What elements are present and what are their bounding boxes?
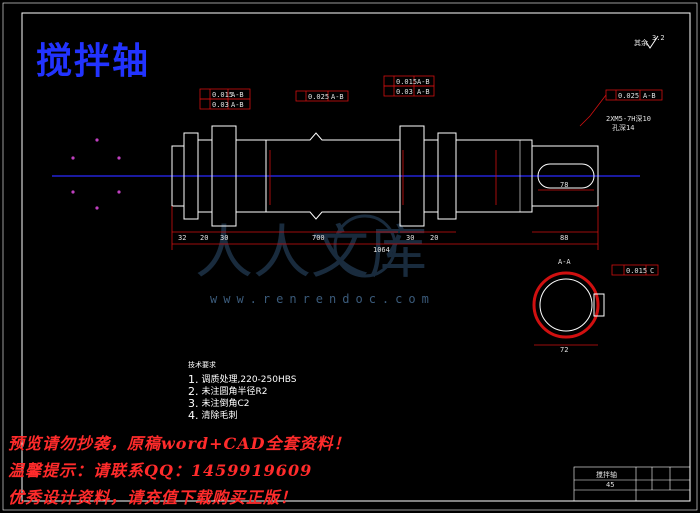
svg-text:A-A: A-A: [558, 258, 571, 266]
dim-1064: 1064: [373, 246, 390, 254]
section-a-a: A-A 72 0.015 C: [532, 258, 659, 354]
promo-line-2: 温馨提示：请联系QQ：1459919609: [8, 461, 313, 480]
dim-20a: 20: [200, 234, 208, 242]
tolerance-frame-2: 0.025 A-B: [295, 90, 349, 102]
tolerance-frame-4: 0.025 A-B: [579, 89, 663, 127]
title-block: 搅拌轴 45: [573, 466, 691, 502]
svg-text:人人文库: 人人文库: [195, 218, 427, 286]
svg-text:A-B: A-B: [231, 101, 244, 109]
dim-30a: 30: [220, 234, 228, 242]
dim-32: 32: [178, 234, 186, 242]
svg-text:45: 45: [606, 481, 614, 489]
dim-78: 78: [560, 181, 568, 189]
dim-20b: 20: [430, 234, 438, 242]
svg-text:0.025: 0.025: [618, 92, 639, 100]
tech-req-item: 2.未注圆角半径R2: [188, 385, 268, 398]
roughness-symbol: [645, 35, 659, 49]
tech-req-item: 3.未注倒角C2: [188, 397, 250, 410]
promo-line-1: 预览请勿抄袭，原稿word+CAD全套资料！: [8, 434, 351, 453]
tech-req-item: 1.调质处理,220-250HBS: [188, 373, 297, 386]
end-view: [71, 138, 121, 210]
svg-text:A-B: A-B: [331, 93, 344, 101]
svg-text:0.03: 0.03: [212, 101, 229, 109]
svg-text:0.015: 0.015: [212, 91, 233, 99]
keyway-note-2: 孔深14: [612, 123, 634, 132]
watermark-logo: 人人文库: [195, 214, 427, 286]
shaft-outline: [171, 125, 599, 227]
svg-text:0.025: 0.025: [308, 93, 329, 101]
svg-text:C: C: [650, 267, 654, 275]
promo-line-3: 优秀设计资料，请充值下载购买正版！: [8, 488, 298, 507]
inner-frame: [21, 12, 691, 502]
dimension-lines: [171, 150, 599, 250]
drawing-title: 搅拌轴: [36, 40, 151, 82]
watermark-url: www.renrendoc.com: [210, 292, 435, 306]
svg-text:0.03: 0.03: [396, 88, 413, 96]
dim-72: 72: [560, 346, 568, 354]
dim-30b: 30: [406, 234, 414, 242]
svg-text:0.015: 0.015: [396, 78, 417, 86]
svg-text:A-B: A-B: [643, 92, 656, 100]
roughness-value: 3.2: [652, 34, 665, 42]
svg-text:0.015: 0.015: [626, 267, 647, 275]
technical-requirements: 技术要求 1.调质处理,220-250HBS 2.未注圆角半径R2 3.未注倒角…: [188, 360, 296, 422]
dimension-labels: 32 20 30 700 30 20 1064 88 78: [178, 181, 568, 254]
tech-req-item: 4.清除毛刺: [188, 409, 238, 422]
tolerance-frame-1: 0.015 A-B 0.03 A-B: [199, 88, 251, 110]
svg-text:搅拌轴: 搅拌轴: [596, 470, 617, 479]
tolerance-frame-3: 0.015 A-B 0.03 A-B: [383, 75, 435, 97]
roughness-note: 其余: [634, 38, 648, 47]
tech-req-heading: 技术要求: [188, 361, 216, 369]
dim-88: 88: [560, 234, 568, 242]
dim-700: 700: [312, 234, 325, 242]
svg-text:A-B: A-B: [417, 88, 430, 96]
svg-text:A-B: A-B: [231, 91, 244, 99]
svg-text:A-B: A-B: [417, 78, 430, 86]
keyway-note: 2XM5-7H深10: [606, 114, 651, 123]
